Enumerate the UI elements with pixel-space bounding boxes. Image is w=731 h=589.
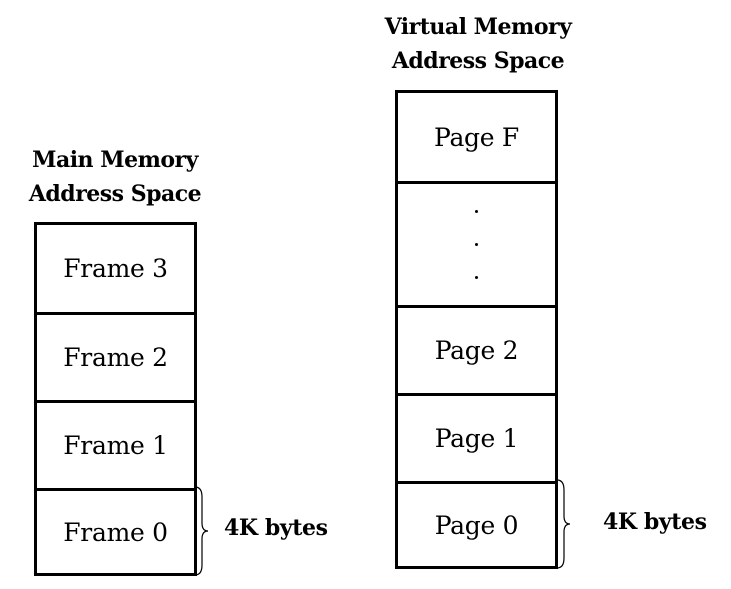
main-memory-stack: Frame 3 Frame 2 Frame 1 Frame 0: [34, 222, 197, 576]
frame-2-cell: Frame 2: [37, 312, 194, 400]
virtual-memory-stack: Page F Page 2 Page 1 Page 0: [395, 90, 558, 569]
frame-0-cell: Frame 0: [37, 488, 194, 573]
ellipsis-dot: [475, 210, 478, 213]
main-memory-heading: Main Memory Address Space: [20, 143, 210, 211]
virtual-memory-size-label: 4K bytes: [603, 509, 707, 535]
pages-ellipsis-cell: [398, 181, 555, 305]
ellipsis-dot: [475, 243, 478, 246]
virtual-memory-heading-line1: Virtual Memory: [384, 14, 572, 40]
main-memory-size-brace: [194, 486, 209, 576]
virtual-memory-heading: Virtual Memory Address Space: [377, 10, 579, 78]
virtual-memory-heading-line2: Address Space: [391, 48, 565, 74]
frame-3-cell: Frame 3: [63, 254, 168, 283]
ellipsis-dot: [475, 276, 478, 279]
page-2-cell: Page 2: [398, 305, 555, 393]
main-memory-heading-line1: Main Memory: [32, 147, 198, 173]
virtual-memory-size-brace: [556, 479, 571, 569]
frame-1-cell: Frame 1: [37, 400, 194, 488]
main-memory-heading-line2: Address Space: [28, 181, 202, 207]
page-1-cell: Page 1: [398, 393, 555, 481]
main-memory-size-label: 4K bytes: [224, 515, 328, 541]
page-0-cell: Page 0: [398, 481, 555, 566]
page-f-cell: Page F: [434, 122, 519, 152]
